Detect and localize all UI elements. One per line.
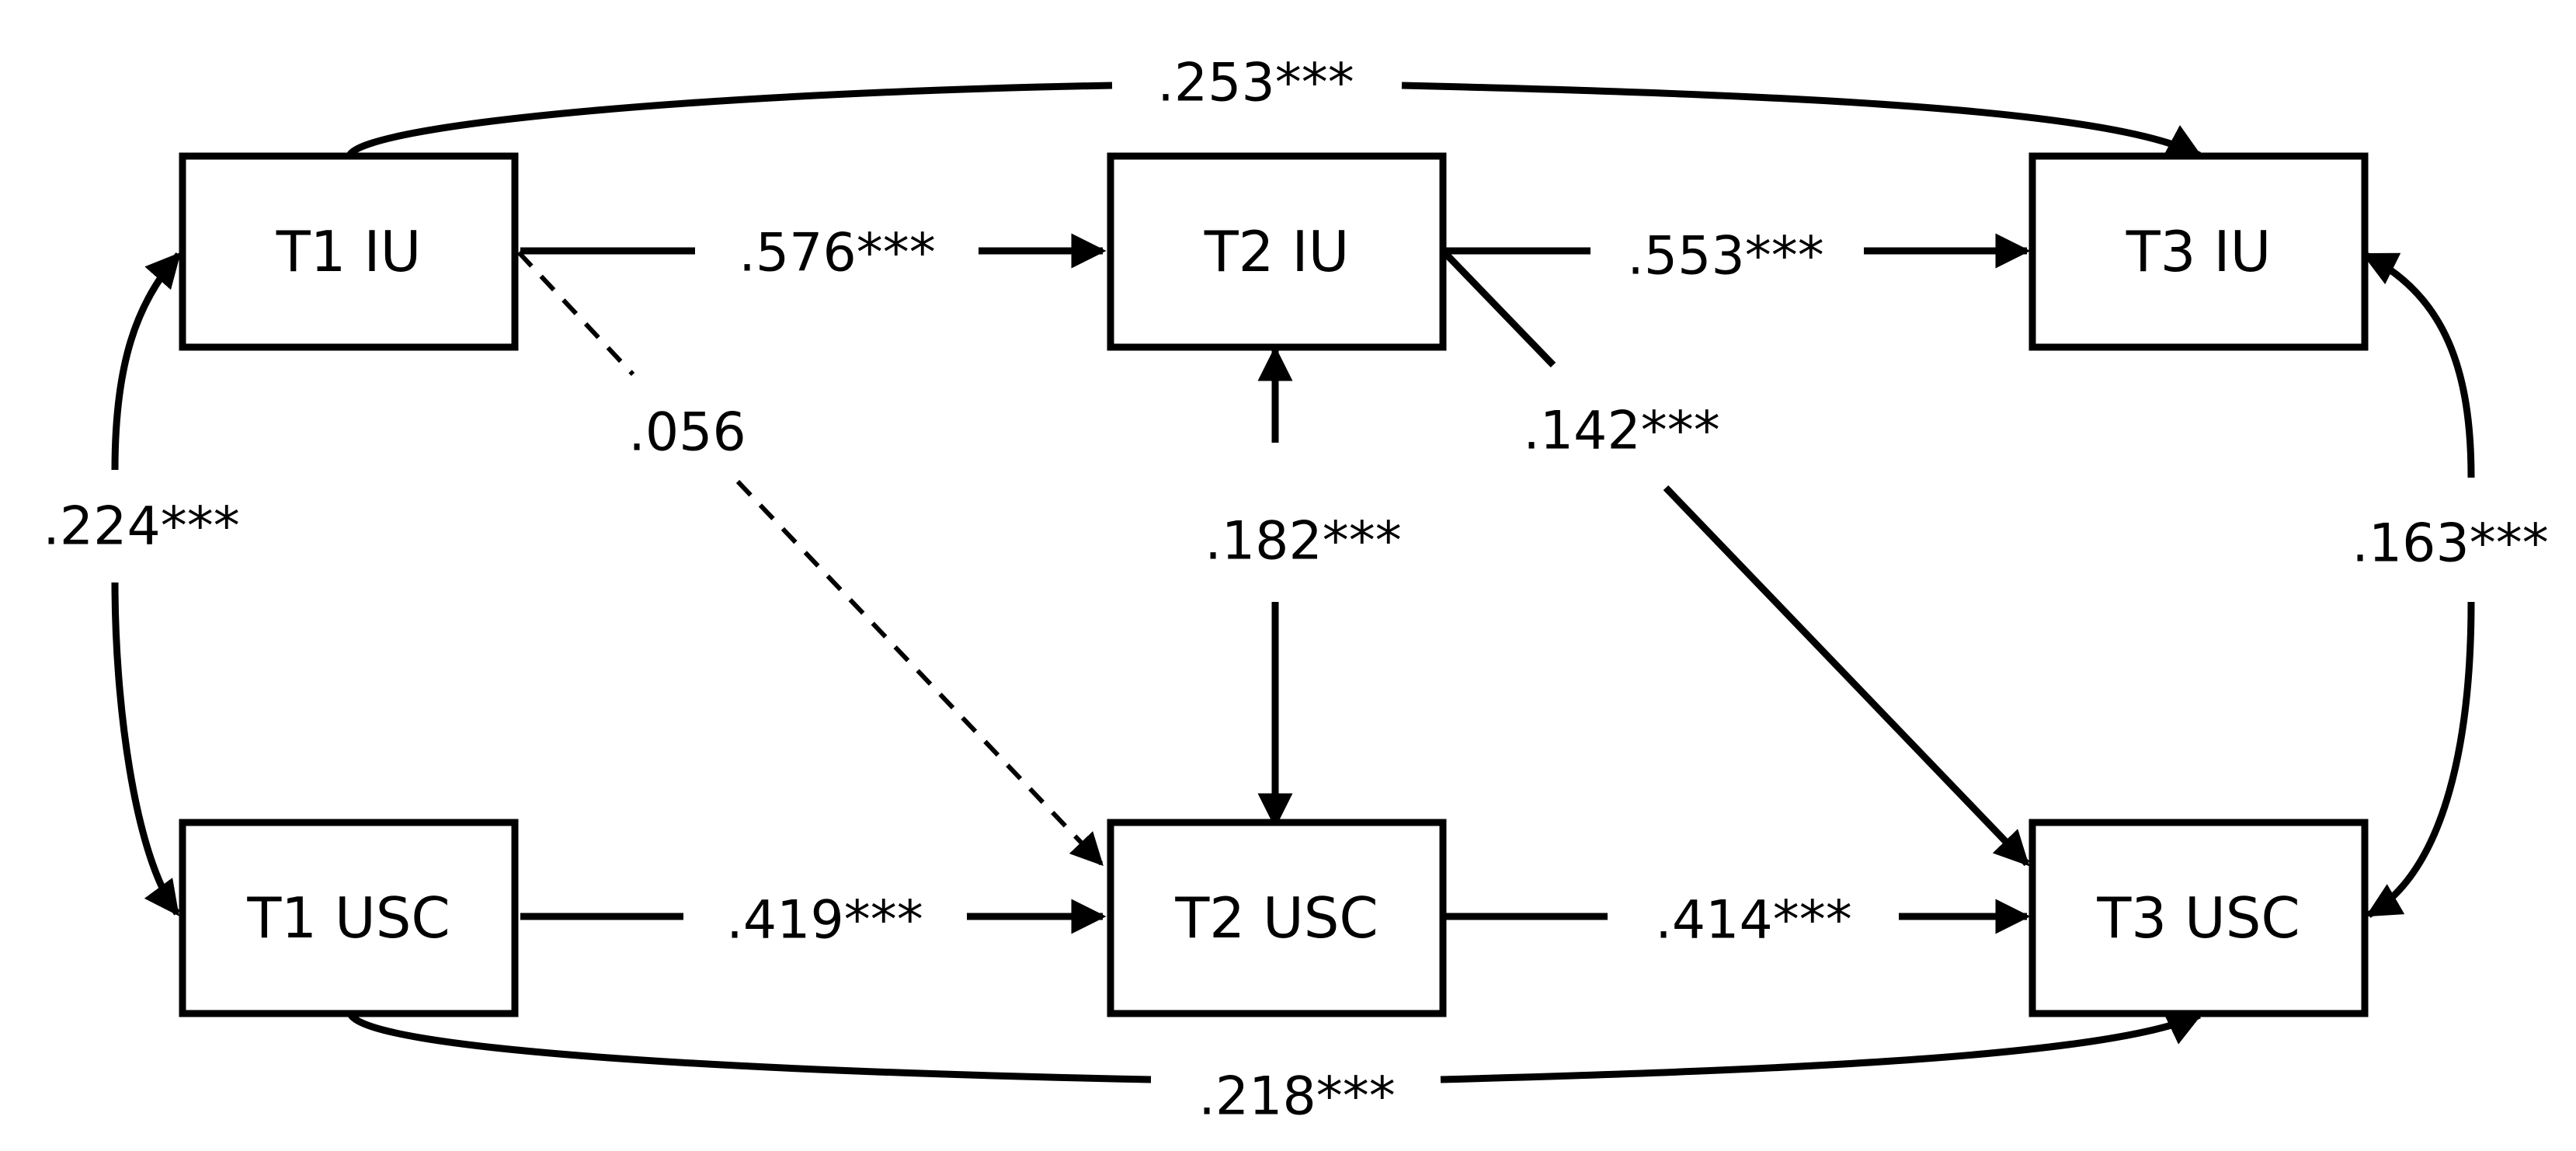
edge-t1usc-t2usc: .419*** xyxy=(520,890,1107,951)
node-label-t1-usc: T1 USC xyxy=(246,885,450,951)
node-label-t3-iu: T3 IU xyxy=(2126,219,2272,284)
edge-label-t1-covariance: .224*** xyxy=(43,496,239,558)
edge-t1iu-t2iu: .576*** xyxy=(520,223,1107,284)
edge-label-t1iu-t2usc: .056 xyxy=(628,402,746,464)
edge-label-t1usc-t2usc: .419*** xyxy=(726,890,923,951)
node-label-t3-usc: T3 USC xyxy=(2096,885,2300,951)
node-t3-usc: T3 USC xyxy=(2028,819,2369,1017)
edge-label-t2iu-t3iu: .553*** xyxy=(1627,226,1823,287)
node-t2-iu: T2 IU xyxy=(1107,152,1447,351)
edge-t2iu-t3iu: .553*** xyxy=(1443,226,2031,287)
edge-t1iu-t2usc: .056 xyxy=(516,250,1104,867)
edge-t2iu-t3usc: .142*** xyxy=(1441,249,2030,867)
edge-t1-covariance: .224*** xyxy=(43,252,240,916)
edge-label-t2iu-t3usc: .142*** xyxy=(1523,401,1719,462)
node-t3-iu: T3 IU xyxy=(2028,152,2369,351)
edge-label-t2-covariance: .182*** xyxy=(1205,511,1401,572)
node-t1-iu: T1 IU xyxy=(179,152,519,351)
node-t1-usc: T1 USC xyxy=(179,819,519,1017)
edge-label-t3-covariance: .163*** xyxy=(2352,513,2548,575)
node-label-t1-iu: T1 IU xyxy=(276,219,422,284)
edge-t1iu-t3iu: .253*** xyxy=(346,53,2202,158)
node-label-t2-iu: T2 IU xyxy=(1204,219,1350,284)
node-t2-usc: T2 USC xyxy=(1107,819,1447,1017)
edge-t2usc-t3usc: .414*** xyxy=(1443,890,2031,951)
edge-t1usc-t3usc: .218*** xyxy=(348,1011,2203,1128)
edge-label-t1usc-t3usc: .218*** xyxy=(1198,1066,1395,1128)
node-label-t2-usc: T2 USC xyxy=(1174,885,1378,951)
edge-t2-covariance: .182*** xyxy=(1205,346,1402,829)
edge-label-t2usc-t3usc: .414*** xyxy=(1655,890,1851,951)
edge-t3-covariance: .163*** xyxy=(2352,251,2549,918)
edge-label-t1iu-t3iu: .253*** xyxy=(1157,53,1354,114)
edge-label-t1iu-t2iu: .576*** xyxy=(739,223,935,284)
